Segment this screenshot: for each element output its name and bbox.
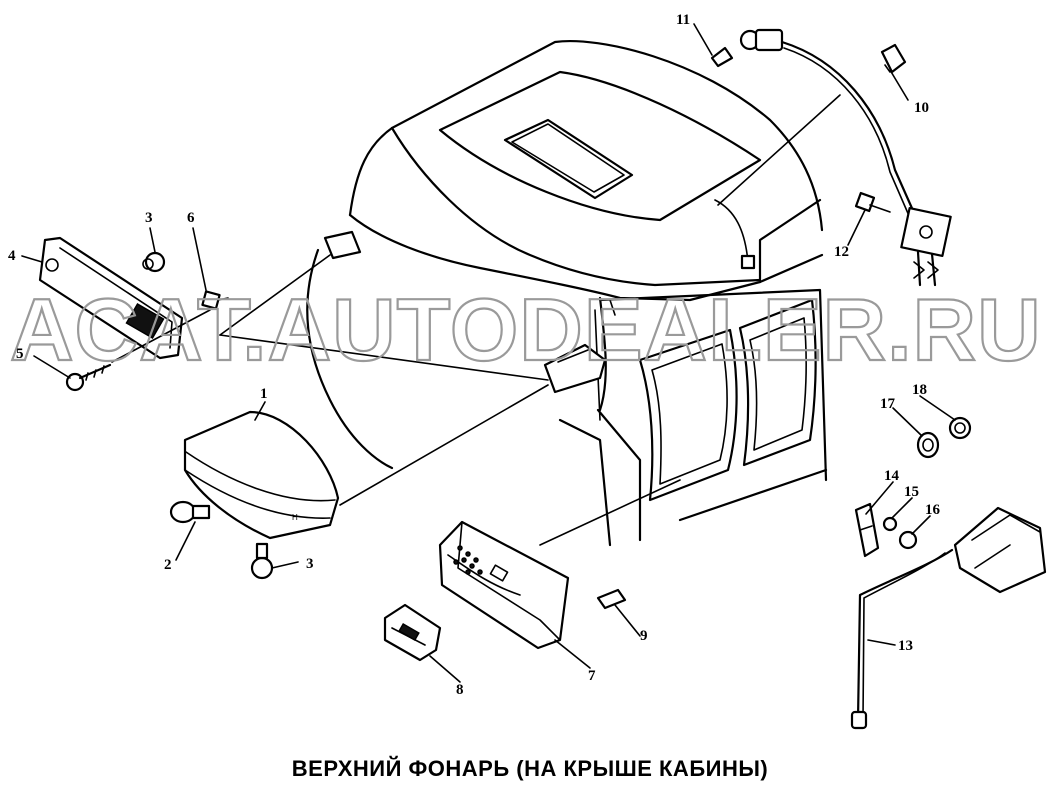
callout-9: 9 xyxy=(640,628,648,644)
callout-numbers: 1 2 3 3 4 5 6 7 8 9 10 11 12 13 14 15 16… xyxy=(8,12,941,698)
leader-lines xyxy=(21,23,956,683)
watermark-text: ACAT.AUTODEALER.RU xyxy=(10,280,1042,379)
cab-marker-left xyxy=(323,230,362,260)
part-14-bracket xyxy=(854,502,880,558)
roof-cable xyxy=(714,199,756,270)
part-8-switch xyxy=(383,603,442,662)
part-9-bulb xyxy=(596,588,627,610)
callout-8: 8 xyxy=(456,682,464,698)
part-11-bulb xyxy=(710,46,734,68)
part-3-bulb-lower xyxy=(250,542,274,580)
callout-17: 17 xyxy=(880,396,896,412)
diagram-caption: ВЕРХНИЙ ФОНАРЬ (НА КРЫШЕ КАБИНЫ) xyxy=(291,756,769,781)
callout-6: 6 xyxy=(187,210,195,226)
part-6-clip xyxy=(201,290,229,310)
lamp-grille xyxy=(453,545,483,575)
part-12-screw xyxy=(854,191,891,213)
callout-14: 14 xyxy=(884,468,900,484)
callout-12: 12 xyxy=(834,244,849,260)
callout-5: 5 xyxy=(16,346,24,362)
connector-plug xyxy=(900,206,952,287)
callout-10: 10 xyxy=(914,100,929,116)
part-18-grommet xyxy=(948,416,972,440)
callout-1: 1 xyxy=(260,386,268,402)
part-2-bulb xyxy=(169,500,211,524)
part-1-lamp-housing: H xyxy=(183,410,340,540)
callout-3-upper: 3 xyxy=(145,210,153,226)
part-3-bulb-upper xyxy=(142,251,166,273)
part-15-washer xyxy=(882,516,898,532)
part-17-grommet xyxy=(916,431,940,459)
part-7-rear-lamp xyxy=(438,520,570,650)
part-16-nut xyxy=(898,530,918,550)
callout-11: 11 xyxy=(676,12,690,28)
callout-13: 13 xyxy=(898,638,913,654)
part-10-cable-clip xyxy=(880,43,907,74)
callout-7: 7 xyxy=(588,668,596,684)
callout-15: 15 xyxy=(904,484,919,500)
callout-16: 16 xyxy=(925,502,941,518)
callout-3-lower: 3 xyxy=(306,556,314,572)
callout-18: 18 xyxy=(912,382,927,398)
callout-4: 4 xyxy=(8,248,16,264)
svg-text:H: H xyxy=(292,513,298,522)
part-13-work-lamp xyxy=(850,506,1047,730)
cab-marker-center xyxy=(543,343,607,394)
part-5-screw xyxy=(65,363,112,392)
part-4-marker-lamp xyxy=(38,236,184,360)
socket-harness-top xyxy=(739,28,917,219)
callout-2: 2 xyxy=(164,557,172,573)
